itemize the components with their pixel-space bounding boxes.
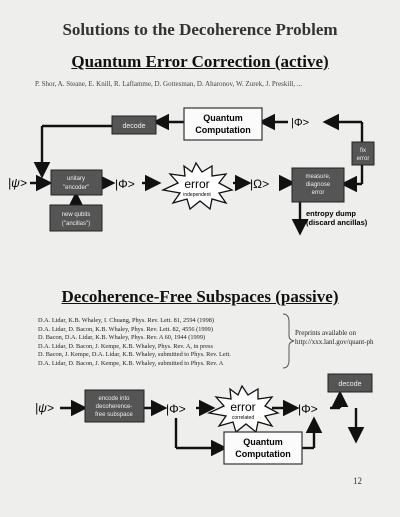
page-number: 12 — [353, 476, 362, 486]
section-heading-qec: Quantum Error Correction (active) — [71, 52, 329, 71]
omega-ket: |Ω> — [250, 177, 269, 191]
reference-2: D.A. Lidar, D. Bacon, K.B. Whaley, Phys.… — [38, 325, 213, 333]
reference-bracket — [282, 313, 295, 369]
error-label-top: error — [184, 177, 209, 191]
encode-label-2: decoherence- — [96, 404, 133, 410]
phi-ket-bottom-1: |Φ> — [166, 402, 186, 416]
measure-diagnose-box — [291, 167, 345, 203]
unitary-label-2: "encoder" — [63, 185, 89, 191]
encode-label-3: free subspace — [95, 412, 133, 418]
unitary-encoder-box — [50, 169, 103, 196]
quantum-computation-bottom-label-1: Quantum — [243, 437, 283, 447]
error-label-bottom: error — [230, 400, 255, 414]
quantum-computation-box-bottom — [223, 431, 303, 465]
error-sublabel-correlated: correlated — [232, 415, 254, 421]
new-qubits-label-1: new qubits — [62, 212, 91, 218]
preprint-line-1: Preprints available on — [295, 329, 357, 337]
quantum-computation-label-2: Computation — [195, 125, 251, 135]
quantum-computation-label-1: Quantum — [203, 113, 243, 123]
measure-label-2: diagnose — [306, 182, 331, 188]
decode-box-bottom — [327, 373, 373, 393]
error-sublabel-independent: independent — [183, 192, 211, 198]
fix-error-label-2: error — [357, 156, 370, 162]
preprint-line-2: http://xxx.lanl.gov/quant-ph — [295, 338, 374, 346]
preprint-note: Preprints available on http://xxx.lanl.g… — [295, 329, 400, 347]
psi-ket-input-top: |ψ> — [8, 176, 27, 190]
decode-box-top — [111, 115, 157, 135]
phi-ket-top-main: |Φ> — [115, 177, 135, 191]
decode-label-top: decode — [123, 123, 146, 130]
reference-1: D.A. Lidar, K.B. Whaley, I. Chuang, Phys… — [38, 317, 214, 324]
new-qubits-label-2: ("ancillas") — [62, 221, 90, 227]
entropy-dump-label-1: entropy dump — [306, 209, 356, 218]
reference-4: D.A. Lidar, D. Bacon, J. Kempe, K.B. Wha… — [38, 342, 213, 350]
reference-5: D. Bacon, J. Kempe, D.A. Lidar, K.B. Wha… — [38, 351, 231, 359]
quantum-computation-bottom-label-2: Computation — [235, 449, 291, 459]
measure-label-1: measure, — [305, 174, 330, 180]
quantum-computation-box-top — [183, 107, 263, 141]
error-starburst-independent — [160, 161, 234, 211]
reference-6: D.A. Lidar, D. Bacon, J. Kempe, K.B. Wha… — [38, 359, 224, 367]
qec-authors: P. Shor, A. Steane, E. Knill, R. Laflamm… — [35, 80, 302, 88]
phi-ket-top-loop: |Φ> — [291, 117, 309, 129]
decode-label-bottom: decode — [339, 381, 362, 388]
fix-error-label-1: fix — [360, 148, 366, 154]
phi-ket-bottom-2: |Φ> — [298, 402, 318, 416]
encode-dfs-box — [84, 389, 145, 423]
psi-ket-input-bottom: |ψ> — [35, 401, 54, 415]
measure-label-3: error — [312, 190, 325, 196]
encode-label-1: encode into — [98, 396, 130, 402]
entropy-dump-label-2: (discard ancillas) — [306, 218, 368, 227]
fix-error-box — [351, 141, 375, 166]
reference-3: D. Bacon, D.A. Lidar, K.B. Whaley, Phys.… — [38, 334, 206, 342]
unitary-label-1: unitary — [67, 176, 85, 182]
new-qubits-box — [49, 204, 103, 232]
dfs-reference-list: D.A. Lidar, K.B. Whaley, I. Chuang, Phys… — [38, 317, 308, 369]
error-starburst-correlated — [206, 384, 280, 434]
page-title: Solutions to the Decoherence Problem — [62, 20, 338, 39]
section-heading-dfs: Decoherence-Free Subspaces (passive) — [61, 287, 339, 306]
